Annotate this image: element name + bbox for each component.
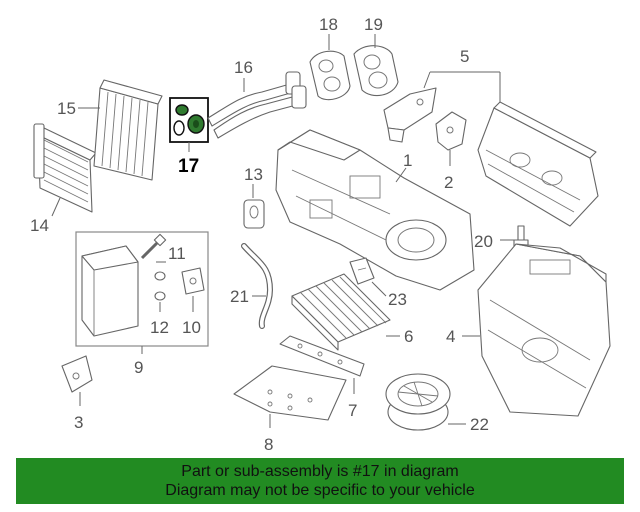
part-8-panel xyxy=(233,365,347,421)
part-1-hvac-housing xyxy=(275,129,475,291)
part-21-drain-tube xyxy=(241,243,274,329)
part-18-gasket xyxy=(309,50,351,101)
callout-14: 14 xyxy=(30,216,49,235)
footer-banner: Part or sub-assembly is #17 in diagram D… xyxy=(16,458,624,504)
callout-7: 7 xyxy=(348,401,357,420)
part-22-blower-motor xyxy=(385,373,451,431)
part-12-washers xyxy=(154,271,166,301)
callout-22: 22 xyxy=(470,415,489,434)
callout-6: 6 xyxy=(404,327,413,346)
part-15-heater-core xyxy=(93,79,163,181)
part-16-coolant-pipes xyxy=(207,71,307,139)
part-23-sensor xyxy=(349,257,375,285)
callout-16: 16 xyxy=(234,58,253,77)
callout-3: 3 xyxy=(74,413,83,432)
callout-15: 15 xyxy=(57,99,76,118)
callout-19: 19 xyxy=(364,15,383,34)
callout-20: 20 xyxy=(474,232,493,251)
part-3-bracket xyxy=(61,355,93,393)
callout-12: 12 xyxy=(150,318,169,337)
part-19-gasket xyxy=(353,45,399,97)
part-6-cabin-filter xyxy=(291,273,391,351)
part-17-seal-kit xyxy=(169,97,209,143)
part-20-bolt xyxy=(513,225,529,247)
part-5-air-duct xyxy=(477,101,599,227)
callout-13: 13 xyxy=(244,165,263,184)
footer-line-2: Diagram may not be specific to your vehi… xyxy=(165,482,475,499)
callout-23: 23 xyxy=(388,290,407,309)
callout-18: 18 xyxy=(319,15,338,34)
part-5-actuator xyxy=(383,87,437,143)
part-11-screw xyxy=(140,233,167,260)
callout-17: 17 xyxy=(178,156,199,177)
callout-10: 10 xyxy=(182,318,201,337)
footer-line-1: Part or sub-assembly is #17 in diagram xyxy=(181,463,459,480)
callout-21: 21 xyxy=(230,287,249,306)
callout-5: 5 xyxy=(460,47,469,66)
part-10-resistor xyxy=(181,267,205,295)
callout-8: 8 xyxy=(264,435,273,454)
callout-2: 2 xyxy=(444,173,453,192)
callout-4: 4 xyxy=(446,327,455,346)
callout-11: 11 xyxy=(168,244,186,263)
part-9-aux-heater xyxy=(81,245,139,337)
part-7-bracket xyxy=(279,335,365,377)
callout-1: 1 xyxy=(403,151,412,170)
part-14-evaporator xyxy=(33,123,97,213)
callout-9: 9 xyxy=(134,358,143,377)
part-13-clip xyxy=(243,199,265,229)
parts-diagram: 14 15 17 16 18 xyxy=(30,15,611,454)
part-2-actuator xyxy=(435,111,467,151)
part-4-lower-housing xyxy=(477,243,611,417)
